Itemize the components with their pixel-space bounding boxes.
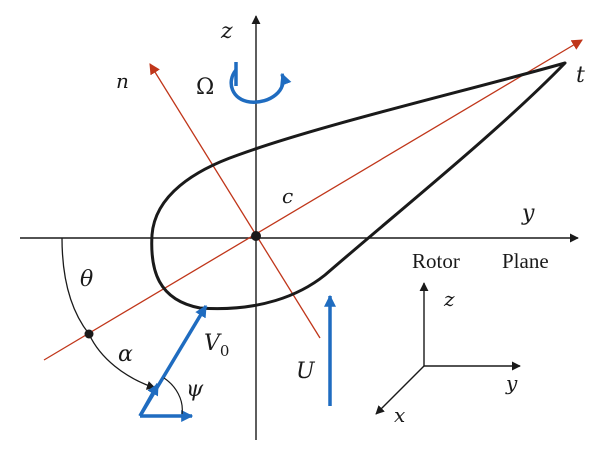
psi-arc	[163, 377, 183, 415]
normal-line	[149, 63, 321, 339]
chord-line	[43, 39, 583, 361]
plane-label: Plane	[502, 249, 549, 273]
triad-x-axis	[375, 365, 425, 415]
origin-dot	[251, 231, 261, 241]
v0-label: V0	[204, 331, 229, 360]
z-axis-label: z	[220, 19, 233, 44]
triad-z-label: z	[443, 287, 455, 311]
t-label: t	[576, 63, 585, 88]
theta-label: θ	[80, 267, 93, 292]
airfoil-outline	[150, 61, 567, 311]
alpha-label: α	[118, 342, 133, 367]
n-axis-label: n	[116, 69, 129, 93]
alpha-arc	[88, 333, 156, 390]
omega-rotation-icon	[229, 68, 292, 104]
psi-label: ψ	[186, 377, 204, 402]
u-label: U	[296, 359, 316, 384]
theta-arc	[61, 237, 90, 335]
rotor-label: Rotor	[412, 249, 460, 273]
triad-x-label: x	[394, 403, 405, 427]
triad-y-label: y	[505, 371, 518, 395]
omega-label: Ω	[196, 75, 214, 100]
y-axis-label: y	[521, 201, 535, 226]
relative-velocity-vector	[138, 382, 160, 417]
c-label: c	[282, 184, 293, 208]
